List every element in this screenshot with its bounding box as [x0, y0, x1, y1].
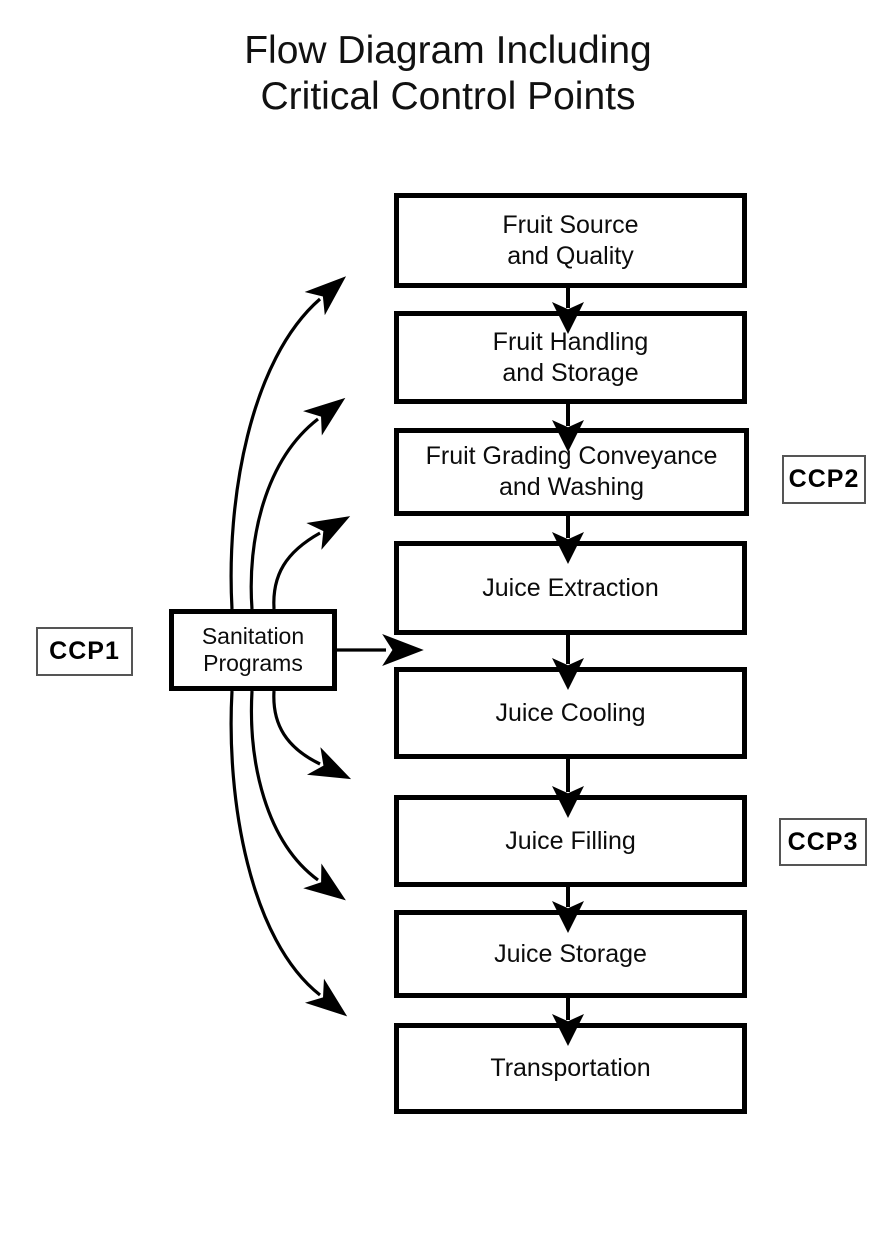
process-box-juice-storage[interactable]: Juice Storage — [394, 910, 747, 998]
process-box-fruit-grading-conveyance-and-washing[interactable]: Fruit Grading Conveyance and Washing — [394, 428, 749, 516]
sanitation-arrow-to-juice-extraction — [272, 516, 351, 610]
ccp-label-text: CCP2 — [788, 465, 860, 493]
ccp-label-box-ccp1[interactable]: CCP1 — [36, 627, 133, 676]
sanitation-arrow-to-juice-filling — [272, 690, 352, 780]
sanitation-programs-label: Sanitation Programs — [201, 623, 305, 676]
process-box-fruit-handling-and-storage[interactable]: Fruit Handling and Storage — [394, 311, 747, 404]
process-box-juice-extraction[interactable]: Juice Extraction — [394, 541, 747, 635]
process-box-fruit-source-and-quality[interactable]: Fruit Source and Quality — [394, 193, 747, 288]
process-box-juice-filling[interactable]: Juice Filling — [394, 795, 747, 887]
ccp-label-box-ccp2[interactable]: CCP2 — [782, 455, 866, 504]
process-box-juice-cooling[interactable]: Juice Cooling — [394, 667, 747, 759]
process-box-label: Juice Filling — [505, 826, 636, 855]
process-box-label: Fruit Source and Quality — [502, 210, 639, 270]
ccp-label-box-ccp3[interactable]: CCP3 — [779, 818, 867, 866]
sanitation-arrow-to-fruit-handling — [229, 276, 347, 610]
process-box-label: Fruit Grading Conveyance and Washing — [425, 442, 718, 501]
sanitation-arrow-to-fruit-grading — [249, 397, 346, 610]
ccp-label-text: CCP1 — [49, 637, 120, 665]
page-title: Flow Diagram Including Critical Control … — [0, 28, 896, 120]
process-box-label: Juice Storage — [494, 939, 647, 968]
process-box-transportation[interactable]: Transportation — [394, 1023, 747, 1114]
sanitation-arrow-to-juice-storage — [249, 690, 346, 901]
process-box-sanitation-programs[interactable]: Sanitation Programs — [169, 609, 337, 691]
process-box-label: Juice Extraction — [482, 573, 659, 602]
ccp-label-text: CCP3 — [787, 827, 859, 856]
page-title-line-1: Flow Diagram Including — [244, 29, 652, 72]
page-title-line-2: Critical Control Points — [260, 75, 636, 118]
sanitation-arrow-to-transportation — [229, 690, 348, 1017]
process-box-label: Fruit Handling and Storage — [492, 327, 649, 387]
process-box-label: Transportation — [490, 1054, 651, 1082]
process-box-label: Juice Cooling — [495, 698, 646, 727]
